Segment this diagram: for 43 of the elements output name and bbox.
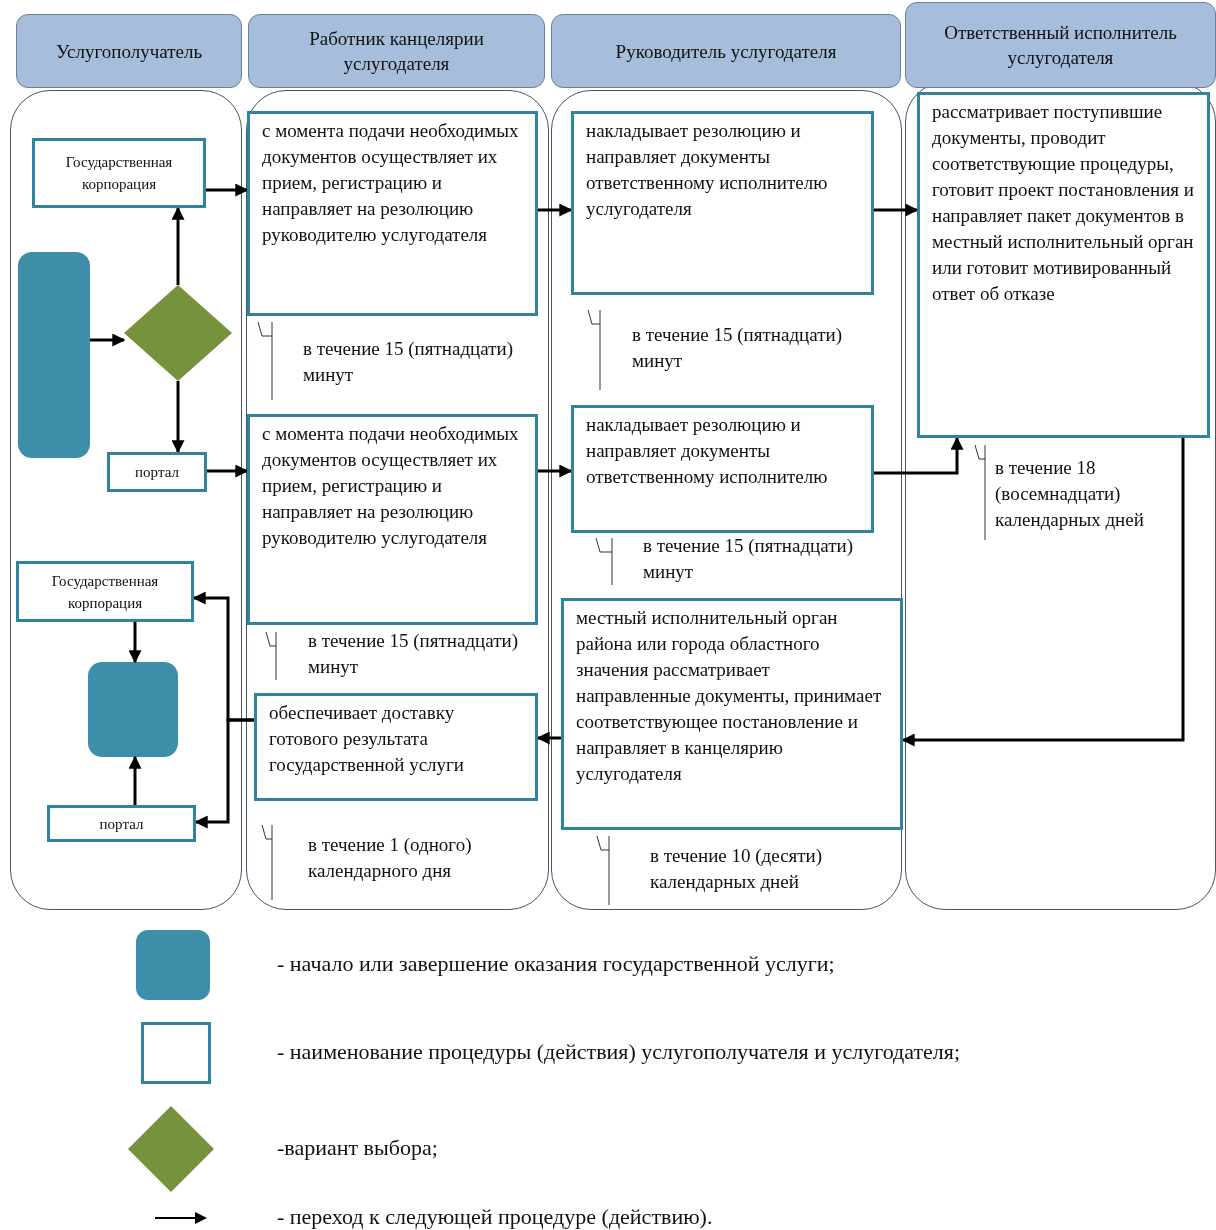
process-box: обеспечивает доставку готового результата государственной услуги	[254, 693, 538, 801]
duration-note: в течение 10 (десяти) календарных дней	[650, 844, 824, 894]
arrow	[171, 206, 185, 285]
legend-text: -вариант выбора;	[277, 1135, 438, 1161]
arrow	[538, 203, 573, 217]
duration-note: в течение 15 (пятнадцати) минут	[303, 337, 514, 387]
process-box: с момента подачи необходимых документов осуществляет их прием, регистрацию и направляет на резолюцию руководителю услугодателя	[247, 111, 538, 316]
legend-text: - переход к следующей процедуре (действию).	[277, 1204, 713, 1230]
duration-note: в течение 1 (одного) календарного дня	[308, 833, 473, 883]
source-box: Государственная корпорация	[32, 138, 206, 208]
arrow	[128, 622, 142, 664]
duration-note: в течение 15 (пятнадцати) минут	[632, 323, 843, 373]
arrow	[536, 731, 561, 745]
arrow	[538, 464, 573, 478]
duration-note: в течение 18 (восемнадцати) календарных дней	[995, 456, 1145, 532]
arrow	[874, 436, 964, 475]
process-box: накладывает резолюцию и направляет документы ответственному исполнителю	[571, 405, 874, 533]
decision-diamond	[124, 285, 232, 381]
legend-text: - наименование процедуры (действия) услугополучателя и услугодателя;	[277, 1039, 961, 1065]
legend-text: - начало или завершение оказания государственной услуги;	[277, 951, 835, 977]
arrow	[171, 381, 185, 454]
arrow	[128, 755, 142, 805]
lane-header: Руководитель услугодателя	[551, 14, 901, 88]
terminal-shape	[18, 252, 90, 458]
process-box: рассматривает поступившие документы, проводит соответствующие процедуры, готовит проект постановления и направляет пакет документов в местный исполнительный орган или готовит мотивированный ответ об отказе	[917, 92, 1210, 438]
lane-header: Услугополучатель	[16, 14, 242, 88]
lane-header: Ответственный исполнитель услугодателя	[905, 2, 1216, 88]
source-box: Государственная корпорация	[16, 561, 194, 622]
arrow	[90, 333, 126, 347]
process-box: накладывает резолюцию и направляет документы ответственному исполнителю услугодателя	[571, 111, 874, 295]
arrow	[874, 203, 919, 217]
arrow	[206, 183, 249, 197]
duration-note: в течение 15 (пятнадцати) минут	[643, 534, 854, 584]
source-box: портал	[47, 805, 196, 842]
arrow	[207, 464, 249, 478]
duration-note: в течение 15 (пятнадцати) минут	[308, 629, 519, 679]
arrow	[194, 718, 254, 829]
arrow	[901, 438, 1185, 747]
process-box: местный исполнительный орган района или города областного значения рассматривает направленные документы, принимает соответствующее постановление и направляет в канцелярию услугодателя	[561, 598, 903, 830]
terminal-shape	[88, 662, 178, 757]
source-box: портал	[107, 452, 207, 492]
lane-header: Работник канцелярии услугодателя	[248, 14, 545, 88]
process-box: с момента подачи необходимых документов осуществляет их прием, регистрацию и направляет на резолюцию руководителю услугодателя	[247, 414, 538, 625]
